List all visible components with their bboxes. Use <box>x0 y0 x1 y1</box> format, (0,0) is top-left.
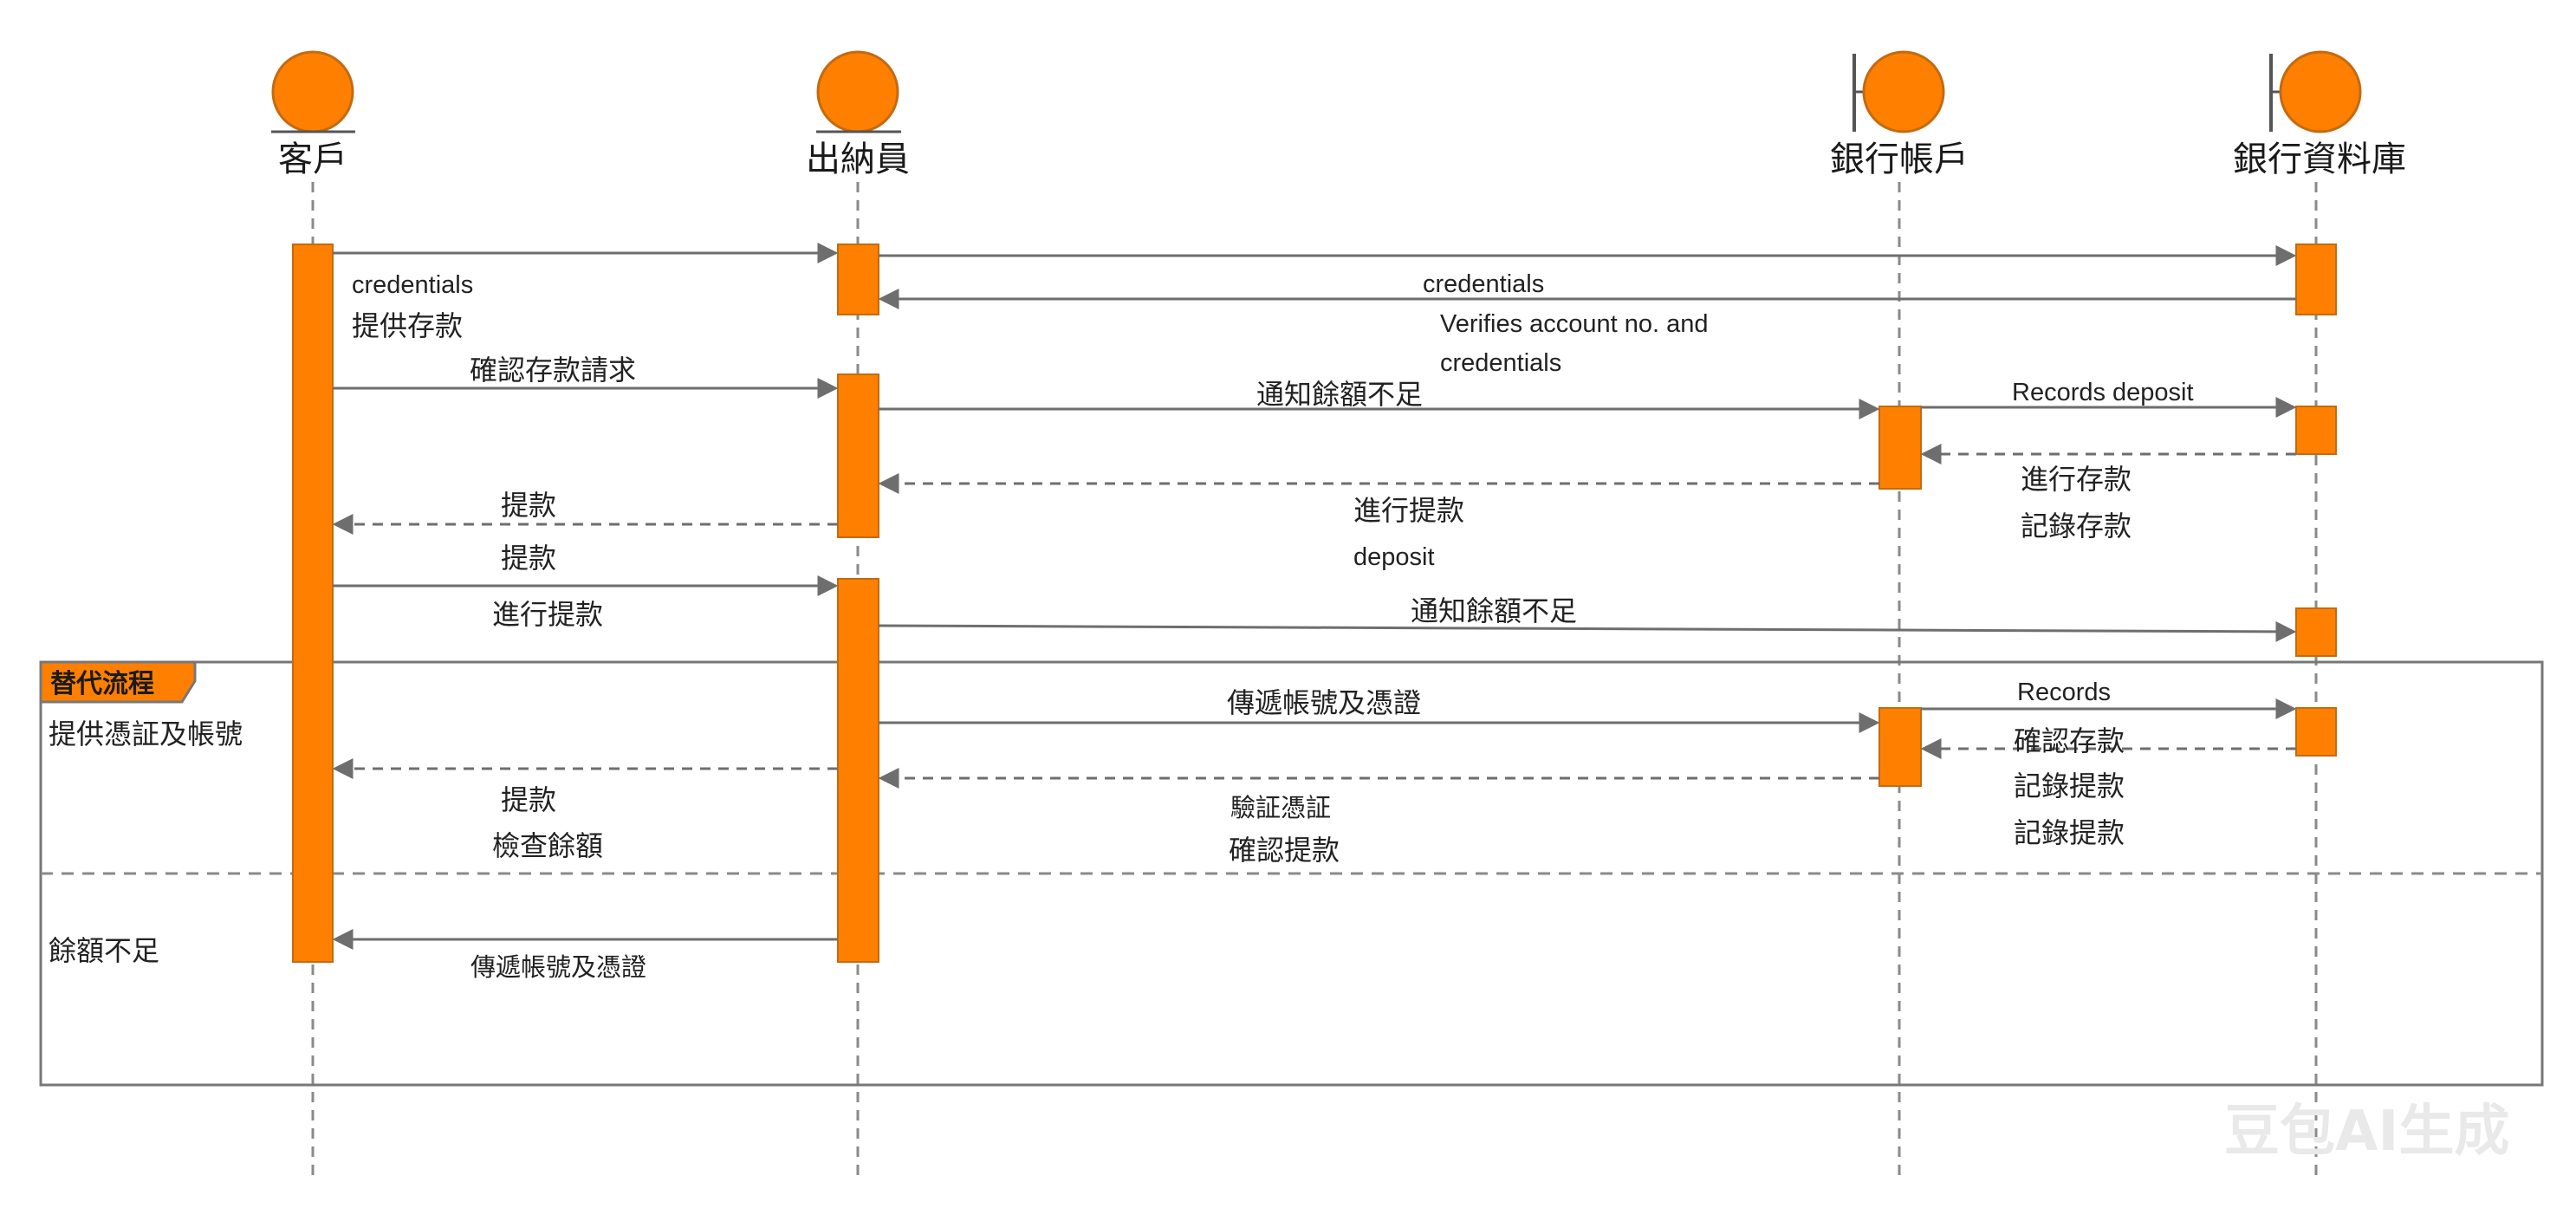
activation-database-1 <box>2295 244 2337 315</box>
msg-label: 提供憑証及帳號 <box>49 718 243 750</box>
msg-label: deposit <box>1353 543 1435 571</box>
msg-label: Verifies account no. and <box>1440 310 1709 338</box>
actor-circle-icon <box>271 50 354 133</box>
activation-account-2 <box>1878 707 1922 787</box>
actor-teller: 出納員 <box>806 50 910 179</box>
activation-account-1 <box>1878 406 1922 490</box>
msg-label: 確認存款 <box>2014 724 2125 757</box>
msg-label: Records <box>2017 679 2111 706</box>
msg-label: 傳遞帳號及憑證 <box>1227 686 1421 719</box>
actor-database: 銀行資料庫 <box>2233 50 2406 179</box>
activation-database-2 <box>2295 406 2337 455</box>
msg-label: credentials <box>352 271 473 299</box>
msg-label: 傳遞帳號及憑證 <box>470 953 646 982</box>
message-labels: credentials 提供存款 credentials Verifies ac… <box>49 270 2194 982</box>
msg-label: credentials <box>1423 270 1544 298</box>
actor-customer: 客戶 <box>271 50 355 179</box>
msg-label: credentials <box>1440 349 1561 377</box>
msg-label: 提款 <box>501 783 556 816</box>
message-arrows <box>332 243 2297 950</box>
msg-label: 提款 <box>501 542 556 575</box>
alt-frame-tag-shape <box>39 660 197 704</box>
msg-label: 記錄提款 <box>2014 816 2125 849</box>
actor-account: 銀行帳戶 <box>1830 50 1969 179</box>
activation-teller-3 <box>837 578 879 963</box>
activation-teller-2 <box>837 373 879 538</box>
alt-frame-tag: 替代流程 <box>50 669 154 699</box>
actor-label-account: 銀行帳戶 <box>1830 140 1969 179</box>
msg-label: 檢查餘額 <box>492 829 603 862</box>
activation-database-3 <box>2295 607 2337 657</box>
lifelines <box>311 182 2318 1177</box>
msg-label: 進行提款 <box>492 598 603 631</box>
actor-label-teller: 出納員 <box>806 140 910 179</box>
msg-label: 記錄存款 <box>2021 510 2132 542</box>
activations <box>292 244 2337 963</box>
boundary-circle-icon <box>2279 50 2362 133</box>
msg-label: 進行提款 <box>1353 494 1464 527</box>
msg-label: 提款 <box>501 489 556 522</box>
activation-teller-1 <box>837 244 879 315</box>
msg-label: 進行存款 <box>2021 463 2132 496</box>
msg-label: 通知餘額不足 <box>1411 594 1577 627</box>
msg-label: Records deposit <box>2012 379 2194 406</box>
boundary-circle-icon <box>1862 50 1945 133</box>
msg-label: 通知餘額不足 <box>1256 378 1423 411</box>
msg-label: 驗証憑証 <box>1230 794 1331 822</box>
actor-label-database: 銀行資料庫 <box>2233 140 2406 179</box>
arrow-m16 <box>878 620 2297 642</box>
activation-customer <box>292 244 334 963</box>
watermark: 豆包AI生成 <box>2224 1100 2509 1164</box>
activation-database-4 <box>2295 707 2337 757</box>
msg-label: 確認提款 <box>1229 834 1340 867</box>
msg-label: 餘額不足 <box>49 934 159 967</box>
msg-label: 提供存款 <box>352 309 463 342</box>
alt-frame: 替代流程 <box>39 660 2544 1087</box>
actor-circle-icon <box>816 50 899 133</box>
actor-label-customer: 客戶 <box>278 140 347 179</box>
msg-label: 確認存款請求 <box>470 354 636 386</box>
msg-label: 記錄提款 <box>2014 770 2125 802</box>
